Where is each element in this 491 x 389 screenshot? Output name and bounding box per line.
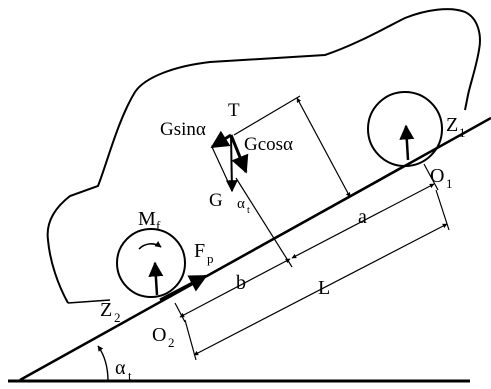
label-z2: Z [100, 299, 112, 321]
ab-extension-rear [174, 302, 186, 323]
car-body-rear-bottom [67, 299, 111, 304]
label-z1-sub: 1 [459, 125, 466, 140]
cg-height-extension [233, 95, 301, 136]
label-o2-sub: 2 [168, 335, 175, 350]
front-wheel [367, 91, 443, 167]
car-body-floor [189, 167, 401, 286]
label-t: T [228, 100, 240, 121]
g-sin-arrow [210, 130, 232, 149]
label-g: G [209, 190, 223, 211]
label-alpha-t-cg: α [237, 196, 245, 212]
label-l: L [318, 277, 330, 299]
slope-angle-arc [97, 345, 109, 382]
label-a: a [358, 206, 367, 228]
label-slope-angle: α [115, 357, 126, 379]
cg-perpendicular-line [235, 177, 293, 268]
label-o1-sub: 1 [446, 176, 453, 191]
cg-height-dimension [296, 97, 351, 198]
l-extension-front [435, 189, 450, 231]
ab-extension-front [423, 163, 439, 191]
g-cos-arrow [229, 134, 249, 174]
moment-arc [138, 241, 162, 250]
label-z1: Z [446, 114, 458, 136]
label-o2: O [152, 324, 166, 346]
label-slope-angle-sub: t [128, 368, 132, 383]
g-sin-leg [211, 146, 231, 187]
label-alpha-t-cg-sub: t [247, 205, 250, 216]
label-g-cos: Gcosα [244, 134, 293, 155]
rear-wheel [116, 228, 186, 298]
rear-normal-arrow [148, 261, 164, 296]
label-fp-sub: p [207, 251, 214, 266]
label-z2-sub: 2 [114, 310, 121, 325]
l-extension-rear [184, 319, 197, 361]
label-o1: O [430, 165, 444, 187]
front-normal-arrow [399, 124, 415, 161]
l-dimension-line [193, 223, 448, 356]
label-mf: M [138, 208, 156, 230]
g-arrow [225, 134, 238, 193]
label-b: b [236, 272, 246, 294]
car-body-outline [46, 8, 481, 304]
label-mf-sub: f [156, 218, 161, 233]
b-dimension-line [179, 258, 291, 318]
label-g-sin: Gsinα [160, 119, 206, 140]
traction-force-arrow [159, 274, 208, 302]
label-fp: F [194, 240, 205, 262]
